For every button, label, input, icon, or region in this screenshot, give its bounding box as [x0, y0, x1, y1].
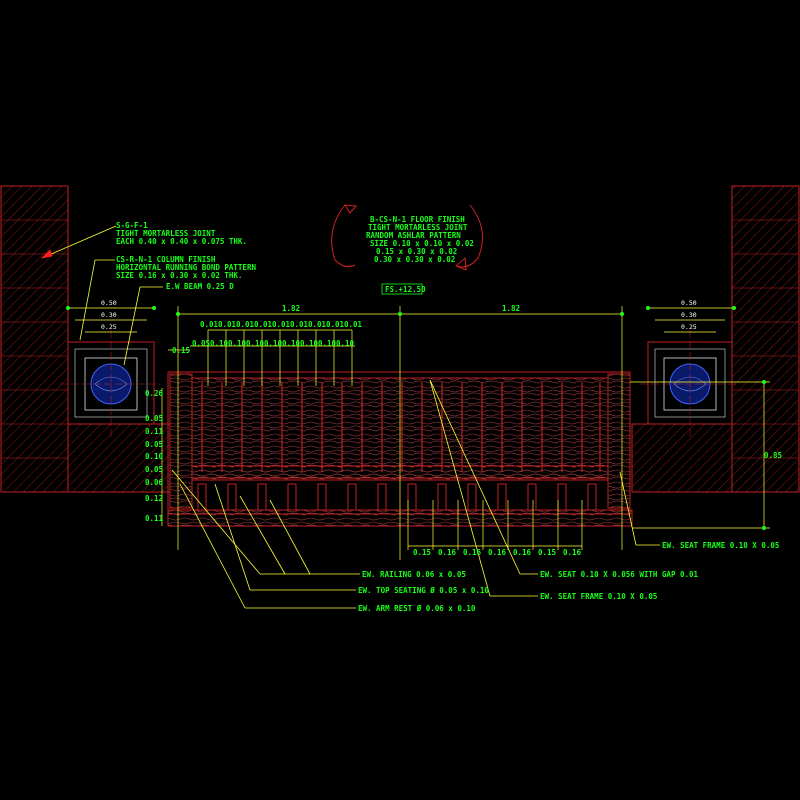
top-small-dim-9: 0.01: [344, 320, 363, 329]
bottom-dim-4: 0.16: [488, 548, 507, 557]
wall-note-line-2: TIGHT MORTARLESS JOINT: [116, 229, 216, 238]
text-annotations: S-G-F-1 TIGHT MORTARLESS JOINT EACH 0.40…: [101, 215, 782, 613]
floor-note-line-1: B-CS-N-1 FLOOR FINISH: [370, 215, 465, 224]
top-big-dim-2: 0.10: [210, 339, 229, 348]
level-tag-box: [381, 283, 423, 295]
bench-slats: [201, 382, 601, 472]
top-small-dim-3: 0.01: [236, 320, 255, 329]
top-small-dim-2: 0.01: [218, 320, 237, 329]
arm-rest-callout: EW. ARM REST Ø 0.06 x 0.10: [358, 604, 476, 613]
floor-note-line-2: TIGHT MORTARLESS JOINT: [368, 223, 468, 232]
top-small-dim-7: 0.01: [308, 320, 327, 329]
left-vert-dim-8: 0.12: [145, 494, 163, 503]
leaders: [40, 225, 660, 609]
bottom-dim-1: 0.15: [413, 548, 431, 557]
railing-callout: EW. RAILING 0.06 x 0.05: [362, 570, 466, 579]
dimension-lines: [68, 306, 770, 560]
column-note-line-3: SIZE 0.16 x 0.30 x 0.02 THK.: [116, 271, 242, 280]
right-column: [640, 330, 740, 440]
seat-frame-bottom-callout: EW. SEAT FRAME 0.10 X 0.05: [540, 592, 657, 601]
seat-frame-right-callout: EW. SEAT FRAME 0.10 X 0.05: [662, 541, 779, 550]
offset-dim: 0.15: [172, 346, 190, 355]
bottom-dim-5: 0.16: [513, 548, 532, 557]
top-big-dim-8: 0.10: [318, 339, 337, 348]
bench-legs: [197, 483, 597, 511]
beam-note: E.W BEAM 0.25 D: [166, 282, 234, 291]
seat-callout: EW. SEAT 0.10 X 0.056 WITH GAP 0.01: [540, 570, 699, 579]
top-seating-callout: EW. TOP SEATING Ø 0.05 x 0.10: [358, 586, 489, 595]
right-col-dim-3: 0.25: [681, 323, 697, 331]
floor-note-line-6: 0.30 x 0.30 x 0.02: [374, 255, 455, 264]
floor-note-cloud: [331, 204, 483, 271]
bottom-dim-6: 0.15: [538, 548, 556, 557]
left-wall: [0, 185, 171, 493]
wall-note-line-1: S-G-F-1: [116, 221, 148, 230]
left-vert-dim-1: 0.26: [145, 389, 164, 398]
top-big-dim-6: 0.10: [282, 339, 301, 348]
column-note-line-2: HORIZONTAL RUNNING BOND PATTERN: [116, 263, 256, 272]
floor-note-line-5: 0.15 x 0.30 x 0.02: [376, 247, 457, 256]
top-small-dim-4: 0.01: [254, 320, 273, 329]
left-vert-dim-5: 0.10: [145, 452, 164, 461]
top-big-dim-3: 0.10: [228, 339, 247, 348]
bottom-dim-7: 0.16: [563, 548, 582, 557]
left-vert-dim-9: 0.11: [145, 514, 164, 523]
left-col-dim-3: 0.25: [101, 323, 117, 331]
top-small-dim-5: 0.01: [272, 320, 291, 329]
top-big-dim-5: 0.10: [264, 339, 283, 348]
bottom-dim-3: 0.16: [463, 548, 482, 557]
right-col-dim-2: 0.30: [681, 311, 697, 319]
left-vert-dim-2: 0.05: [145, 414, 163, 423]
top-big-dim-4: 0.10: [246, 339, 265, 348]
span-right-dim: 1.82: [502, 304, 520, 313]
left-vert-dim-7: 0.06: [145, 478, 164, 487]
top-big-dim-1: 0.05: [192, 339, 210, 348]
wall-note-line-3: EACH 0.40 x 0.40 x 0.075 THK.: [116, 237, 247, 246]
floor-note-line-3: RANDOM ASHLAR PATTERN: [366, 231, 461, 240]
bottom-dim-2: 0.16: [438, 548, 457, 557]
left-column: [60, 330, 160, 440]
left-vert-dim-6: 0.05: [145, 465, 163, 474]
level-tag: FS.+12.50: [385, 285, 426, 294]
height-dim-right: 0.85: [764, 451, 782, 460]
right-wall: [631, 185, 800, 493]
top-small-dim-8: 0.01: [326, 320, 345, 329]
dimension-ticks: [66, 306, 766, 530]
top-small-dim-1: 0.01: [200, 320, 219, 329]
left-vert-dim-4: 0.05: [145, 440, 163, 449]
right-col-dim-1: 0.50: [681, 299, 697, 307]
left-vert-dim-3: 0.11: [145, 427, 164, 436]
span-left-dim: 1.82: [282, 304, 300, 313]
left-col-dim-1: 0.50: [101, 299, 117, 307]
left-col-dim-2: 0.30: [101, 311, 117, 319]
floor-note-line-4: SIZE 0.10 x 0.10 x 0.02: [370, 239, 474, 248]
top-small-dim-6: 0.01: [290, 320, 309, 329]
top-big-dim-7: 0.10: [300, 339, 319, 348]
top-big-dim-9: 0.10: [336, 339, 355, 348]
column-note-line-1: CS-R-N-1 COLUMN FINISH: [116, 255, 216, 264]
